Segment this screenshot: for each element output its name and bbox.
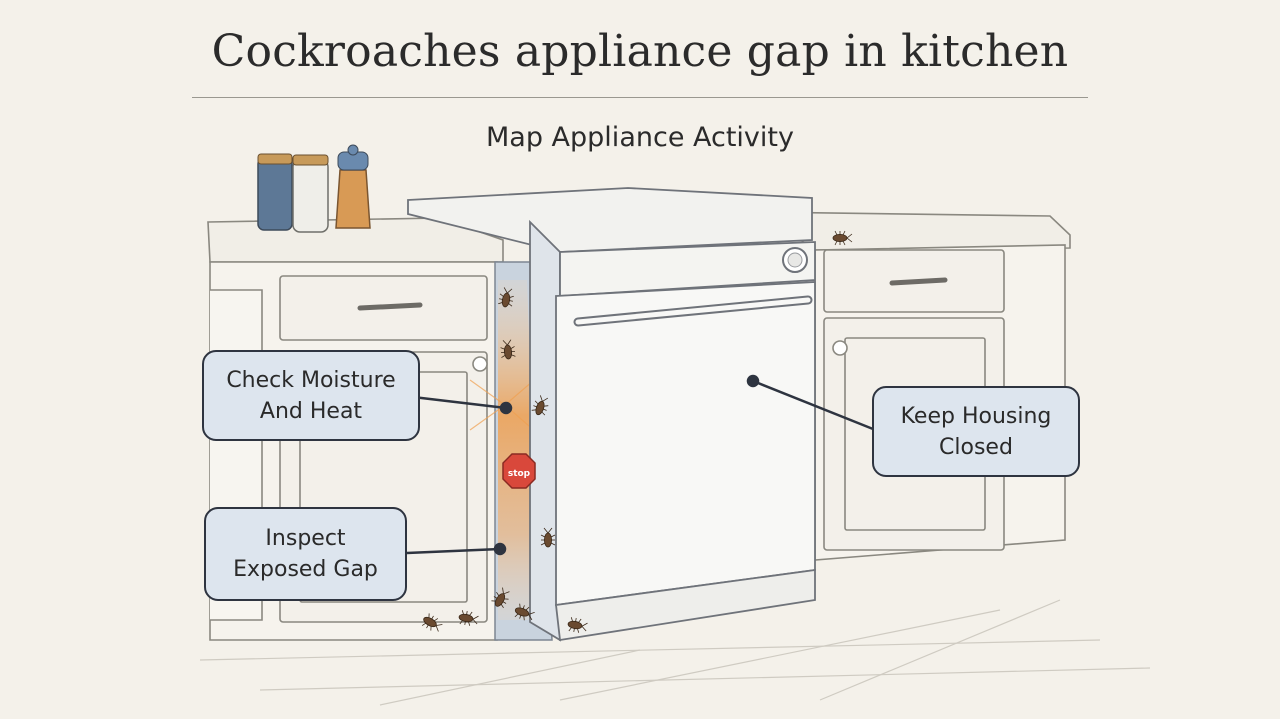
spice-jar-icon (258, 154, 292, 230)
stop-sign-icon: stop (503, 454, 535, 488)
spice-jar-icon (336, 145, 370, 228)
callout-keep-housing: Keep Housing Closed (872, 386, 1080, 477)
title-divider (192, 97, 1088, 98)
spice-jar-icon (293, 155, 328, 232)
callout-check-moisture: Check Moisture And Heat (202, 350, 420, 441)
page-title: Cockroaches appliance gap in kitchen (0, 26, 1280, 77)
callout-label: Keep Housing Closed (901, 401, 1052, 463)
callout-label: Check Moisture And Heat (226, 365, 395, 427)
appliance-knob-icon (783, 248, 807, 272)
callout-label: Inspect Exposed Gap (233, 523, 378, 585)
stop-sign-text: stop (508, 469, 531, 479)
callout-inspect-gap: Inspect Exposed Gap (204, 507, 407, 601)
page-subtitle: Map Appliance Activity (0, 122, 1280, 153)
